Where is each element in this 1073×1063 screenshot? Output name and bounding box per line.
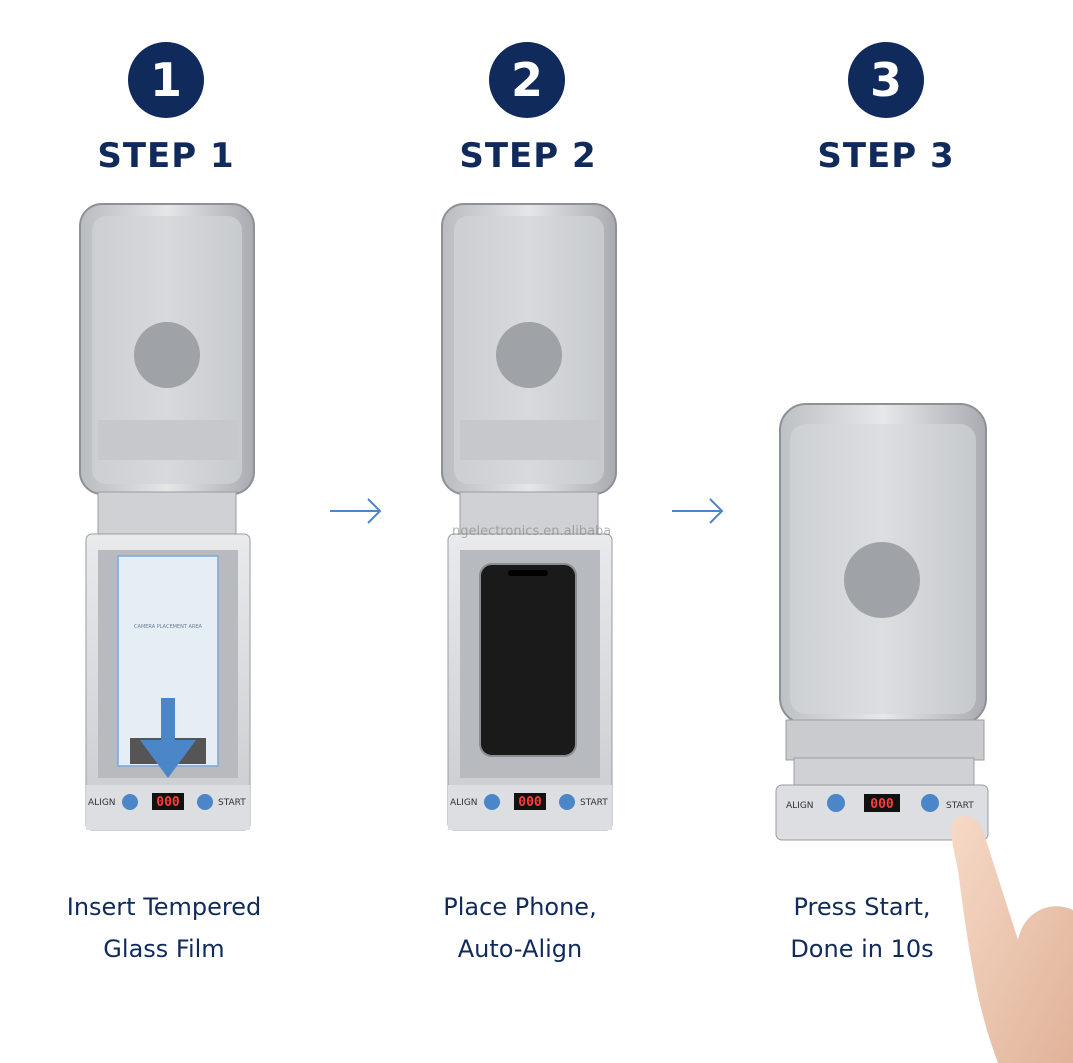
align-button [484, 794, 500, 810]
right-arrow-icon [330, 498, 382, 524]
start-label: START [946, 801, 974, 811]
led-display [864, 794, 900, 812]
step-1-title: STEP 1 [97, 136, 235, 176]
start-button [559, 794, 575, 810]
pointing-finger-icon [951, 816, 1073, 1063]
start-button [921, 794, 939, 812]
align-label: ALIGN [786, 801, 814, 811]
film-label: CAMERA PLACEMENT AREA [134, 624, 202, 630]
step-1-number-badge: 1 [128, 42, 204, 118]
step-3-title: STEP 3 [817, 136, 955, 176]
device-step-1-image: CAMERA PLACEMENT AREA ALIGN 000 START [79, 203, 255, 831]
step-3-number-badge: 3 [848, 42, 924, 118]
svg-text:000: 000 [518, 795, 542, 810]
start-label: START [218, 798, 246, 808]
right-arrow-icon [672, 498, 724, 524]
led-display [152, 793, 184, 810]
align-label: ALIGN [450, 798, 478, 808]
start-button [197, 794, 213, 810]
align-label: ALIGN [88, 798, 116, 808]
watermark: ngelectronics.en.alibaba [452, 524, 612, 539]
svg-text:000: 000 [156, 795, 180, 810]
start-label: START [580, 798, 608, 808]
device-step-3-image: ALIGN 000 START [775, 403, 1073, 1063]
step-2-title: STEP 2 [459, 136, 597, 176]
align-button [827, 794, 845, 812]
step-1-caption: Insert Tempered Glass Film [66, 893, 262, 963]
step-2-number-badge: 2 [489, 42, 565, 118]
led-display [514, 793, 546, 810]
step-2-caption: Place Phone, Auto-Align [443, 893, 597, 963]
align-button [122, 794, 138, 810]
device-step-2-image: ALIGN 000 START [441, 203, 617, 831]
svg-text:000: 000 [870, 797, 894, 812]
step-3-caption: Press Start, Done in 10s [790, 893, 934, 963]
